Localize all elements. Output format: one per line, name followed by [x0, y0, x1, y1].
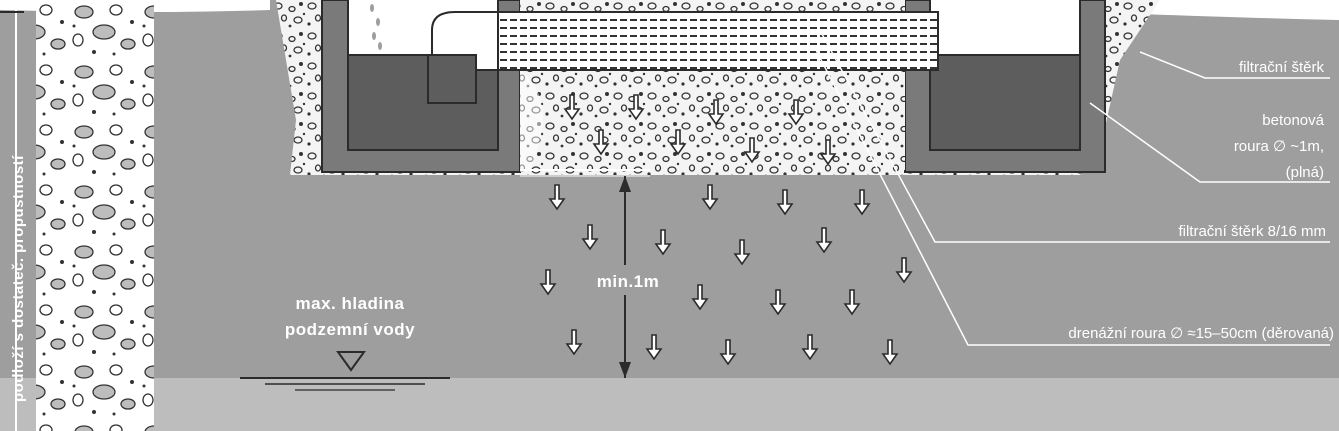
label-concrete-2: roura ∅ ~1m,: [1234, 138, 1324, 155]
drain-pipe: [497, 11, 939, 71]
down-arrow-icon: [539, 269, 557, 296]
label-gravel: filtrační štěrk: [1239, 59, 1325, 76]
down-arrow-icon: [719, 339, 737, 366]
down-arrow-icon: [654, 229, 672, 256]
down-arrow-icon: [691, 284, 709, 311]
down-arrow-icon: [627, 94, 645, 121]
down-arrow-icon: [701, 184, 719, 211]
leader-lines: [814, 33, 1330, 346]
down-arrow-icon: [733, 239, 751, 266]
water-level-symbol: [336, 351, 366, 372]
down-arrow-icon: [645, 334, 663, 361]
label-water-1: max. hladina: [296, 294, 405, 313]
label-gravel-size: filtrační štěrk 8/16 mm: [1178, 223, 1326, 240]
label-water-2: podzemní vody: [285, 320, 415, 339]
drips: [370, 4, 382, 50]
label-drain-pipe: drenážní roura ∅ ≈15–50cm (děrovaná): [1068, 325, 1334, 342]
down-arrow-icon: [707, 99, 725, 126]
label-concrete-3: (plná): [1286, 164, 1324, 181]
down-arrow-icon: [801, 334, 819, 361]
label-subsoil: podloží s dostateč. propustností: [10, 155, 27, 402]
down-arrow-icon: [565, 329, 583, 356]
down-arrow-icon: [776, 189, 794, 216]
infiltration-arrows: [539, 94, 913, 366]
down-arrow-icon: [743, 137, 761, 164]
subsoil-gravel: [36, 0, 154, 431]
down-arrow-icon: [787, 99, 805, 126]
groundwater-zone: [0, 378, 1339, 431]
down-arrow-icon: [581, 224, 599, 251]
down-arrow-icon: [853, 189, 871, 216]
down-arrow-icon: [592, 129, 610, 156]
down-arrow-icon: [563, 94, 581, 121]
down-arrow-icon: [843, 289, 861, 316]
down-arrow-icon: [881, 339, 899, 366]
down-arrow-icon: [895, 257, 913, 284]
down-arrow-icon: [669, 129, 687, 156]
down-arrow-icon: [548, 184, 566, 211]
label-min-depth: min.1m: [597, 272, 660, 291]
down-arrow-icon: [815, 227, 833, 254]
down-arrow-icon: [819, 139, 837, 166]
label-concrete-1: betonová: [1262, 112, 1324, 129]
down-arrow-icon: [769, 289, 787, 316]
